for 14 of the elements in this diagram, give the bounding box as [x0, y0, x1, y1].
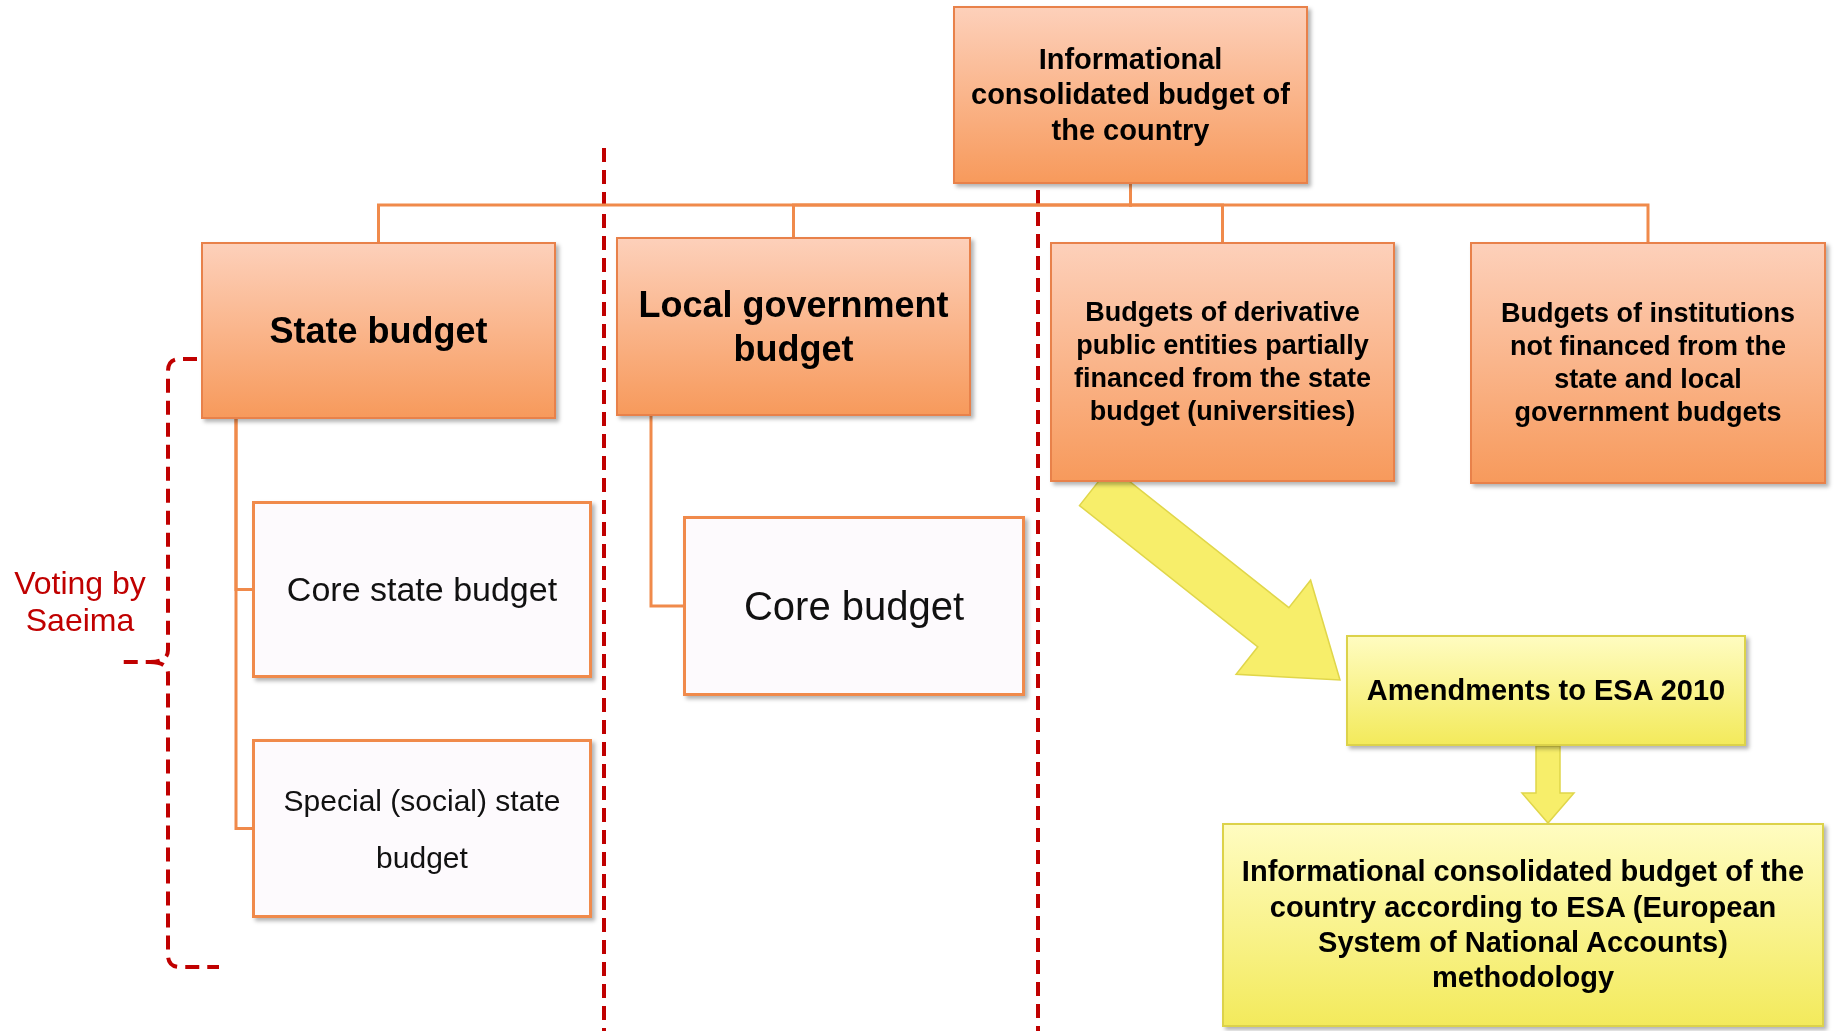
- budget-box: State budget: [201, 242, 556, 419]
- block-arrow: [1520, 745, 1576, 825]
- connector-line: [649, 416, 683, 608]
- budget-box: Budgets of institutions not financed from the state and local government budgets: [1470, 242, 1826, 484]
- budget-box: Local government budget: [616, 237, 971, 416]
- esa-box: Informational consolidated budget of the country according to ESA (European System of National Accounts) methodology: [1222, 823, 1824, 1027]
- sub-budget-box: Special (social) state budget: [252, 739, 592, 918]
- sub-budget-box: Core budget: [683, 516, 1025, 696]
- bracket-label: Voting by Saeima: [13, 565, 147, 639]
- sub-budget-box: Core state budget: [252, 501, 592, 678]
- connector-line: [234, 419, 252, 830]
- budget-box: Budgets of derivative public entities partially financed from the state budget (universities): [1050, 242, 1395, 482]
- budget-box: Informational consolidated budget of the country: [953, 6, 1308, 184]
- esa-box: Amendments to ESA 2010: [1346, 635, 1746, 746]
